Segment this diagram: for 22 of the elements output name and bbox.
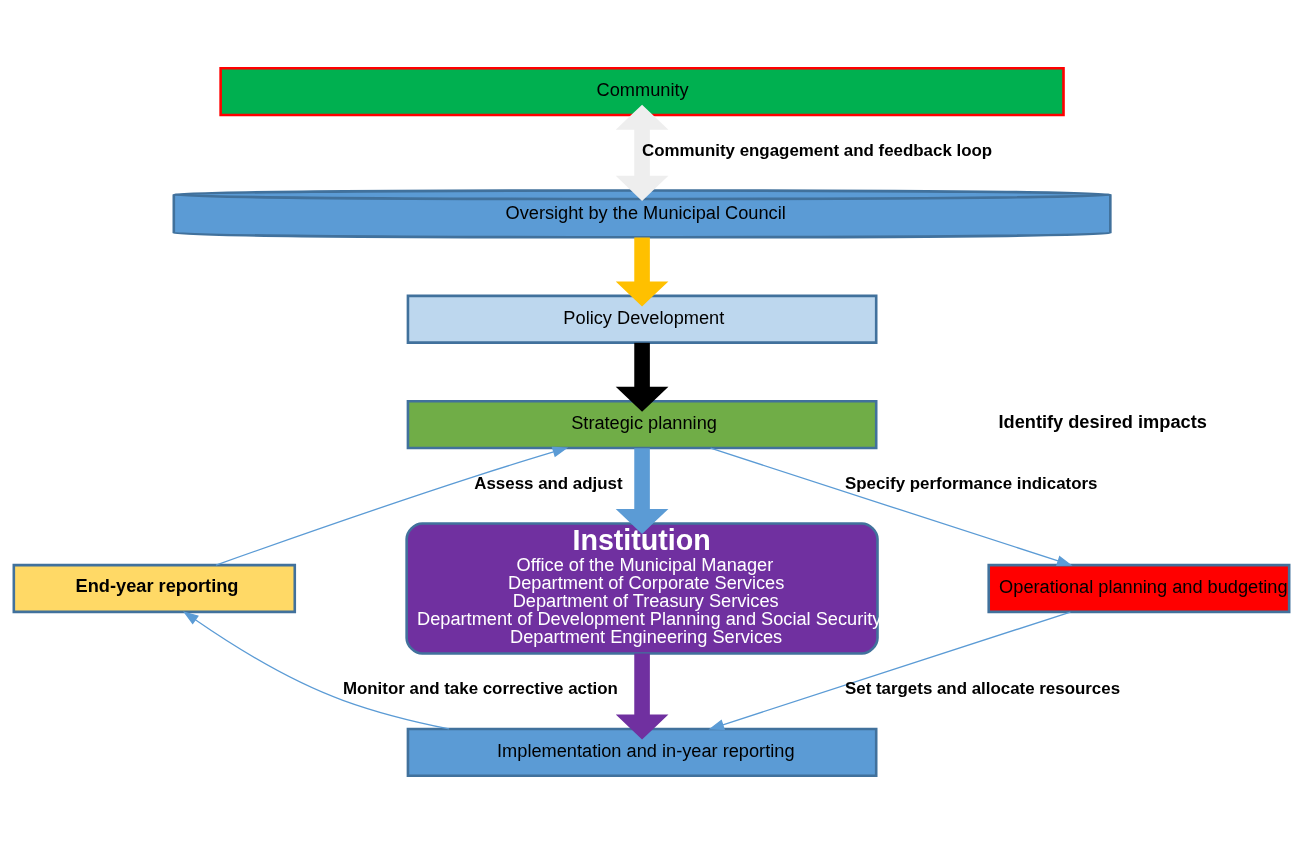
edge-label: Specify performance indicators — [844, 473, 1098, 493]
node-box: End-year reporting — [12, 563, 297, 613]
node-box: Implementation and in-year reporting — [406, 727, 878, 777]
arrow — [615, 447, 669, 534]
edge-label: Monitor and take corrective action — [342, 678, 618, 698]
arrow — [615, 104, 669, 201]
arrow — [615, 342, 669, 412]
arrow — [215, 446, 569, 566]
arrow — [615, 237, 669, 306]
label: Identify desired impacts — [998, 411, 1207, 432]
edge-label: Set targets and allocate resources — [844, 678, 1121, 698]
node-box: Policy Development — [406, 294, 878, 344]
edge-label: Community engagement and feedback loop — [642, 140, 993, 160]
arrow — [182, 610, 450, 730]
arrow — [615, 653, 669, 740]
arrow — [710, 447, 1073, 566]
node-box: Institution Office of the Municipal Manager Department of Corporate Services Department of Treasury Services Department of Development Planning and Social Security Department Engineering Services — [405, 521, 879, 655]
node-box: Community — [219, 66, 1065, 116]
node-box: Operational planning and budgeting — [987, 563, 1291, 613]
arrow — [708, 610, 1072, 730]
edge-label: Assess and adjust — [474, 473, 623, 493]
node-box: Strategic planning — [406, 399, 878, 449]
